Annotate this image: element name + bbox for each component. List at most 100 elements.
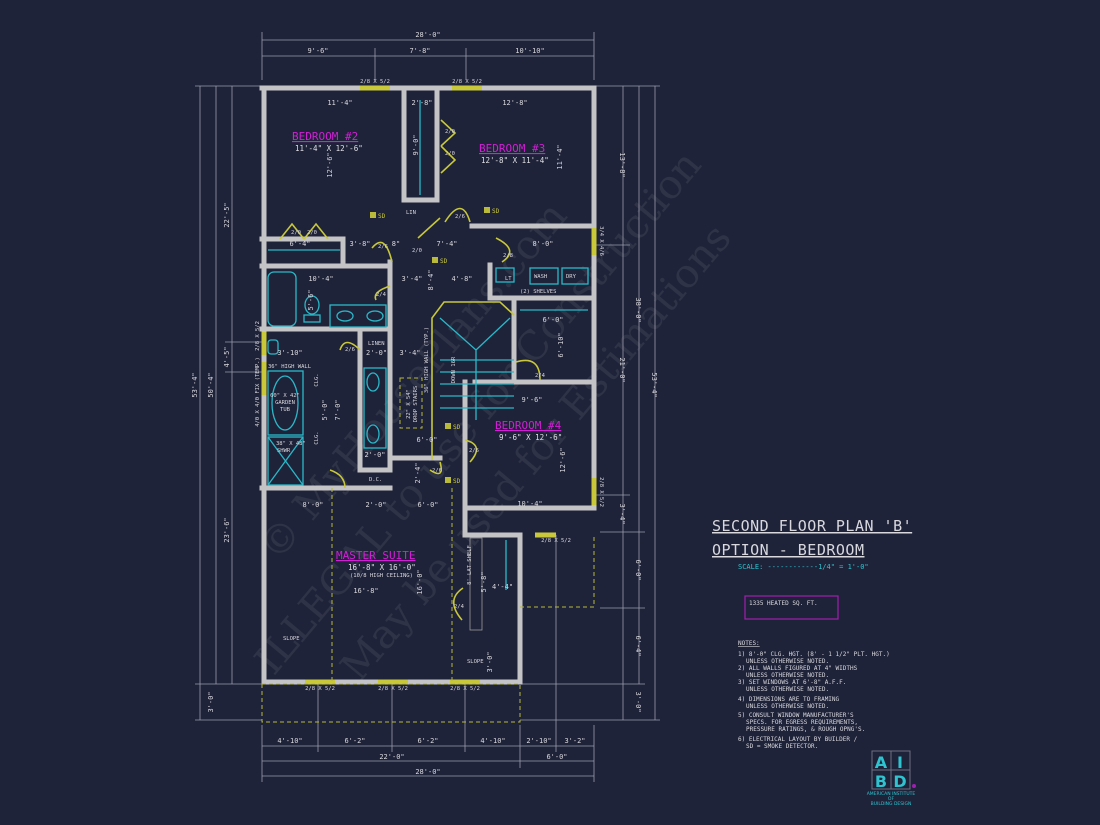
door-label: 2/6	[432, 468, 442, 474]
dim: 5'-0"	[321, 399, 329, 420]
door-label: 2/0	[412, 248, 422, 254]
watermark: © MyHousePlans.com ILLEGAL to use for Co…	[246, 142, 740, 690]
slope-label: SLOPE	[283, 636, 300, 642]
dim: 10'-4"	[308, 275, 333, 283]
dim: 9'-6"	[521, 396, 542, 404]
door-label: 2/0	[307, 230, 317, 236]
dim: 8"	[392, 240, 400, 248]
window-label: 2/8 X 5/2	[598, 477, 604, 507]
window-label: 2/8 X 5/2	[541, 538, 571, 544]
door-label: 2/6	[469, 448, 479, 454]
dim-right-8: 53'-4"	[650, 372, 658, 397]
door-label: 2/6	[378, 244, 388, 250]
dim-bottom-2: 6'-2"	[344, 737, 365, 745]
logo-letter: I	[897, 753, 903, 772]
lt-label: LT	[505, 276, 512, 282]
aibd-logo: A I B D AMERICAN INSTITUTE OF BUILDING D…	[867, 750, 916, 807]
wash-label: WASH	[534, 274, 547, 280]
dim-left-2: 50'-4"	[207, 372, 215, 397]
dim: 6'-10"	[557, 332, 565, 357]
smoke-detector-icon	[432, 257, 438, 263]
window-label: 4/0 X 4/0 FIX (TEMP.)	[255, 357, 261, 427]
dim: 16'-0"	[416, 569, 424, 594]
note-line: 4) DIMENSIONS ARE TO FRAMING	[738, 696, 840, 703]
tub-label-2: TUB	[280, 407, 291, 413]
room-labels: BEDROOM #2 11'-4" X 12'-6" 11'-4" 12'-6"…	[283, 99, 567, 673]
dim-bottom-6: 3'-2"	[564, 737, 585, 745]
note-line: UNLESS OTHERWISE NOTED.	[746, 672, 829, 679]
left-dimensions: 53'-4" 50'-4" 22'-5" 4'-5" 23'-6" 3'-0"	[191, 85, 262, 721]
shelves-label: (2) SHELVES	[520, 289, 556, 295]
window-label: 2/8 X 5/2	[378, 686, 408, 692]
dim: 16'-8"	[353, 587, 378, 595]
right-dimensions: 13'-8" 21'-0" 3'-4" 6'-0" 6'-4" 3'-0" 38…	[520, 85, 660, 721]
dim-left-6: 3'-0"	[207, 691, 215, 712]
fixtures	[267, 100, 589, 590]
dim-bottom-6ft: 6'-0"	[546, 753, 567, 761]
dim: 9'-0"	[412, 134, 420, 155]
dim: 2'-8"	[411, 99, 432, 107]
room-size-bedroom-4: 9'-6" X 12'-6"	[499, 433, 562, 442]
door-label: 2/6	[455, 214, 465, 220]
linen-label: LINEN	[368, 341, 385, 347]
dim: 11'-4"	[556, 144, 564, 169]
door-label: 2/0	[291, 230, 301, 236]
dim: 8'-0"	[532, 240, 553, 248]
dim: 3'-0"	[486, 651, 494, 672]
dim-right-4: 6'-0"	[634, 559, 642, 580]
high-wall-label: 36" HIGH WALL	[268, 364, 312, 370]
dim-left-5: 23'-6"	[223, 517, 231, 542]
dim: 2'-4"	[414, 462, 422, 483]
dim: 11'-4"	[327, 99, 352, 107]
sd-label: SD	[378, 213, 386, 220]
clg-label: CLG.	[314, 431, 320, 444]
stairs: DOWN 16R 36" HIGH WALL (TYP.) 22" X 54" …	[399, 301, 515, 460]
dim: 3'-4"	[399, 349, 420, 357]
plan-title: SECOND FLOOR PLAN 'B'	[712, 517, 912, 535]
scale-label: SCALE: ------------1/4" = 1'-0"	[738, 563, 869, 571]
smoke-detector-icon	[445, 423, 451, 429]
note-line: 2) ALL WALLS FIGURED AT 4" WIDTHS	[738, 665, 858, 672]
windows: 2/8 X 5/2 2/8 X 5/2 3/4 X 4/6 2/8 X 5/2 …	[255, 79, 604, 692]
dim: 2'-0"	[364, 451, 385, 459]
door-label: 2/8	[503, 253, 513, 259]
dc-label: D.C.	[369, 477, 382, 483]
dim: 2'-0"	[366, 349, 387, 357]
smoke-detector-icon	[370, 212, 376, 218]
sd-label: SD	[453, 478, 461, 485]
notes-heading: NOTES:	[738, 640, 760, 647]
door-label: 2/4	[535, 373, 546, 379]
dim: 3'-4"	[401, 275, 422, 283]
window-label: 2/8 X 5/2	[452, 79, 482, 85]
shower-size: 38" X 48"	[276, 441, 306, 447]
logo-letter: A	[875, 753, 888, 772]
dim: 3'-8"	[349, 240, 370, 248]
logo-text: AMERICAN INSTITUTE	[867, 791, 916, 797]
lin-label: LIN	[406, 210, 416, 216]
dim: 4'-8"	[451, 275, 472, 283]
dashed-lines	[261, 488, 595, 723]
drop-stairs-label: DROP STAIRS	[413, 386, 419, 422]
logo-text: BUILDING DESIGN	[871, 801, 912, 807]
dim: 12'-6"	[326, 152, 334, 177]
dim-bottom-22: 22'-0"	[379, 753, 404, 761]
dim: 6'-0"	[417, 501, 438, 509]
sd-label: SD	[453, 424, 461, 431]
dim: 7'-0"	[334, 399, 342, 420]
dim-right-5: 6'-4"	[634, 635, 642, 656]
logo-letter: D	[893, 772, 906, 791]
plan-subtitle: OPTION - BEDROOM	[712, 541, 865, 559]
shower-label: SHWR	[277, 448, 291, 454]
dim: 7'-4"	[436, 240, 457, 248]
dim-bottom-5: 2'-10"	[526, 737, 551, 745]
smoke-detectors: SD SD SD SD SD	[370, 207, 500, 485]
dim: 12'-8"	[502, 99, 527, 107]
dim-right-2: 21'-0"	[618, 357, 626, 382]
window-label: 2/8 X 5/2	[450, 686, 480, 692]
dim: 5'-8"	[480, 571, 488, 592]
door-label: 2/4	[454, 604, 465, 610]
master-ceiling-note: (10/8 HIGH CEILING)	[350, 573, 413, 579]
note-line: 6) ELECTRICAL LAYOUT BY BUILDER /	[738, 736, 858, 743]
notes: NOTES: 1) 8'-0" CLG. HGT. (8' - 1 1/2" P…	[738, 640, 890, 750]
dim-bottom-4: 4'-10"	[480, 737, 505, 745]
